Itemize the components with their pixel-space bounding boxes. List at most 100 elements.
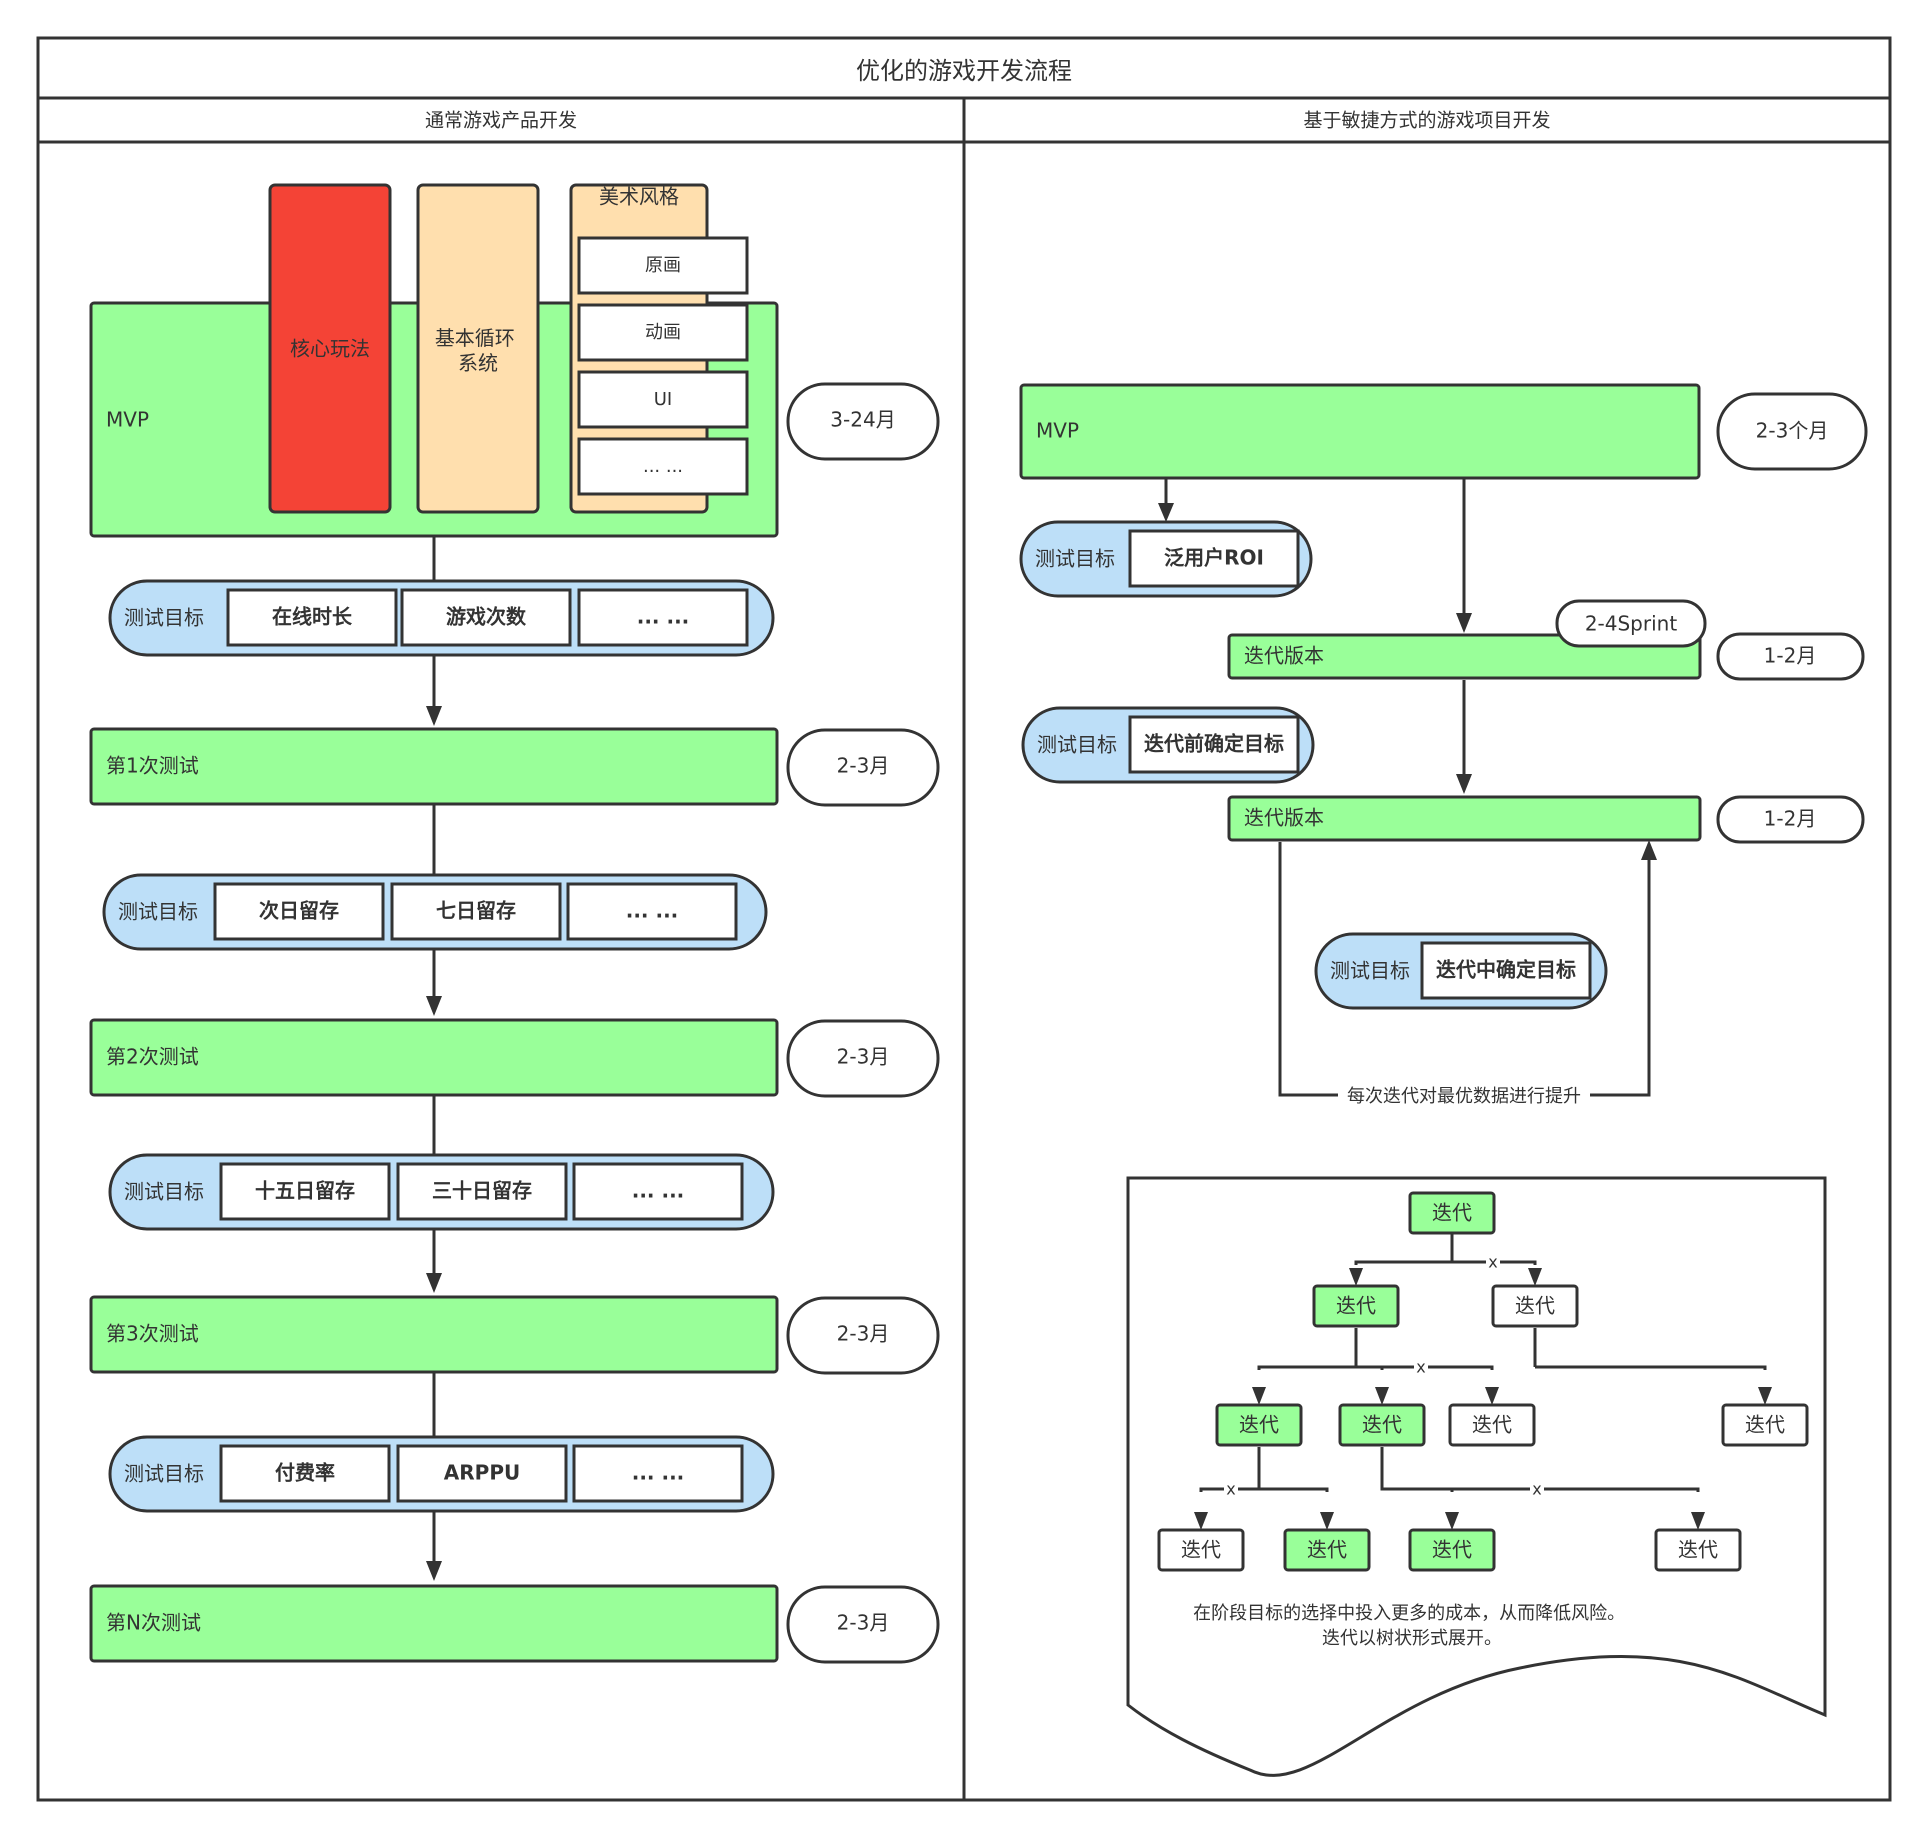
goal-metric-box [390, 882, 562, 941]
test-phase-box [89, 1584, 779, 1663]
test-phase-box [89, 1295, 779, 1374]
goal-metric-label: 游戏次数 [446, 605, 527, 629]
tree-note: 在阶段目标的选择中投入更多的成本，从而降低风险。 迭代以树状形式展开。 [1193, 1603, 1631, 1649]
right-goal-box [1420, 941, 1592, 1000]
goal-label: 测试目标 [1037, 733, 1117, 757]
test-phase-label: 第N次测试 [106, 1611, 201, 1635]
tree-arrowhead [1252, 1387, 1266, 1405]
duration-pill [786, 382, 940, 461]
tree-edge [1452, 1260, 1537, 1265]
tree-node [1408, 1191, 1496, 1235]
tree-node-label: 迭代 [1432, 1201, 1472, 1225]
tree-node [1408, 1528, 1496, 1572]
duration-pill [786, 1585, 940, 1664]
art-style-items: 原画动画UI... ... [577, 236, 749, 496]
mvp-duration-right-label: 2-3个月 [1756, 419, 1829, 443]
cut-mark-bg [1224, 1481, 1238, 1497]
mvp-label-right: MVP [1036, 419, 1079, 443]
goal-metric-label: 在线时长 [272, 605, 353, 629]
right-goal-text: 迭代中确定目标 [1436, 958, 1576, 982]
tree-node-label: 迭代 [1745, 1413, 1785, 1437]
lane-header-right: 基于敏捷方式的游戏项目开发 [1303, 110, 1550, 132]
sprint-label: 2-4Sprint [1585, 612, 1678, 636]
tree-node [1157, 1528, 1245, 1572]
iteration-label-2: 迭代版本 [1244, 806, 1324, 830]
tree-node-label: 迭代 [1362, 1413, 1402, 1437]
tree-node-label: 迭代 [1515, 1294, 1555, 1318]
tree-node [1312, 1284, 1400, 1328]
tree-node-label: 迭代 [1307, 1538, 1347, 1562]
goal-metric-label: ARPPU [444, 1461, 520, 1485]
mvp-box-right [1019, 383, 1701, 480]
iteration-duration-1-label: 1-2月 [1764, 644, 1817, 668]
basic-loop-label: 基本循环 系统 [435, 326, 521, 375]
tree-edge [1199, 1487, 1259, 1492]
iteration-duration-2 [1716, 795, 1865, 844]
tree-node [1448, 1403, 1536, 1447]
tree-edge [1354, 1260, 1452, 1265]
tree-node-label: 迭代 [1336, 1294, 1376, 1318]
left-flow-connectors [426, 535, 442, 1581]
cut-mark: x [1416, 1358, 1425, 1377]
art-item-box [577, 437, 749, 496]
tree-arrowhead [1320, 1512, 1334, 1530]
goal-metric-label: ... ... [632, 1461, 685, 1485]
goal-metric-label: 十五日留存 [255, 1179, 355, 1203]
tree-arrowhead [1485, 1387, 1499, 1405]
duration-label: 2-3月 [837, 1045, 890, 1069]
test-phase-label: 第2次测试 [106, 1045, 199, 1069]
goal-metric-box [396, 1444, 568, 1503]
sprint-badge [1555, 599, 1707, 648]
test-phase-box [89, 1018, 779, 1097]
goal-metric-label: ... ... [626, 899, 679, 923]
tree-edge [1257, 1365, 1356, 1370]
goal-metric-label: 次日留存 [259, 899, 339, 923]
loop-label-bg [1338, 1085, 1590, 1107]
goal-metric-label: ... ... [637, 605, 690, 629]
cut-mark: x [1532, 1480, 1541, 1499]
tree-node-label: 迭代 [1432, 1538, 1472, 1562]
tree-node [1721, 1403, 1809, 1447]
goal-metric-box [213, 882, 385, 941]
iteration-box-2 [1227, 795, 1702, 842]
duration-pill [786, 1019, 940, 1098]
goal-metric-box [219, 1162, 391, 1221]
tree-node-label: 迭代 [1472, 1413, 1512, 1437]
tree-node-label: 迭代 [1181, 1538, 1221, 1562]
goal-metric-box [566, 882, 738, 941]
art-item-label: ... ... [643, 456, 683, 477]
goal-metric-box [400, 588, 572, 647]
tree-node [1491, 1284, 1579, 1328]
duration-label: 2-3月 [837, 1611, 890, 1635]
goal-metric-box [577, 588, 749, 647]
left-goal-groups: 测试目标在线时长游戏次数... ...测试目标次日留存七日留存... ...测试… [102, 579, 775, 1513]
cut-mark-bg [1414, 1359, 1428, 1375]
tree-arrowhead [1375, 1387, 1389, 1405]
diagram-title: 优化的游戏开发流程 [856, 57, 1072, 85]
mvp-duration-right [1716, 392, 1868, 471]
cut-mark: x [1488, 1253, 1497, 1272]
goal-label: 测试目标 [124, 1462, 204, 1486]
goal-metric-label: 七日留存 [436, 899, 516, 923]
tree-edge [1356, 1365, 1494, 1370]
duration-label: 2-3月 [837, 754, 890, 778]
art-item-box [577, 236, 749, 295]
goal-label: 测试目标 [1035, 547, 1115, 571]
art-item-label: UI [654, 389, 672, 410]
tree-node [1283, 1528, 1371, 1572]
core-gameplay-box [268, 183, 392, 514]
tree-arrowhead [1758, 1387, 1772, 1405]
test-phase-box [89, 727, 779, 806]
tree-arrowhead [1528, 1268, 1542, 1286]
iteration-label-1: 迭代版本 [1244, 644, 1324, 668]
tree-arrowhead [1691, 1512, 1705, 1530]
lane-header-left: 通常游戏产品开发 [425, 110, 577, 132]
tree-node-label: 迭代 [1239, 1413, 1279, 1437]
tree-arrowhead [1349, 1268, 1363, 1286]
duration-pill [786, 728, 940, 807]
tree-arrowhead [1194, 1512, 1208, 1530]
cut-mark-bg [1530, 1481, 1544, 1497]
goal-label: 测试目标 [124, 1180, 204, 1204]
